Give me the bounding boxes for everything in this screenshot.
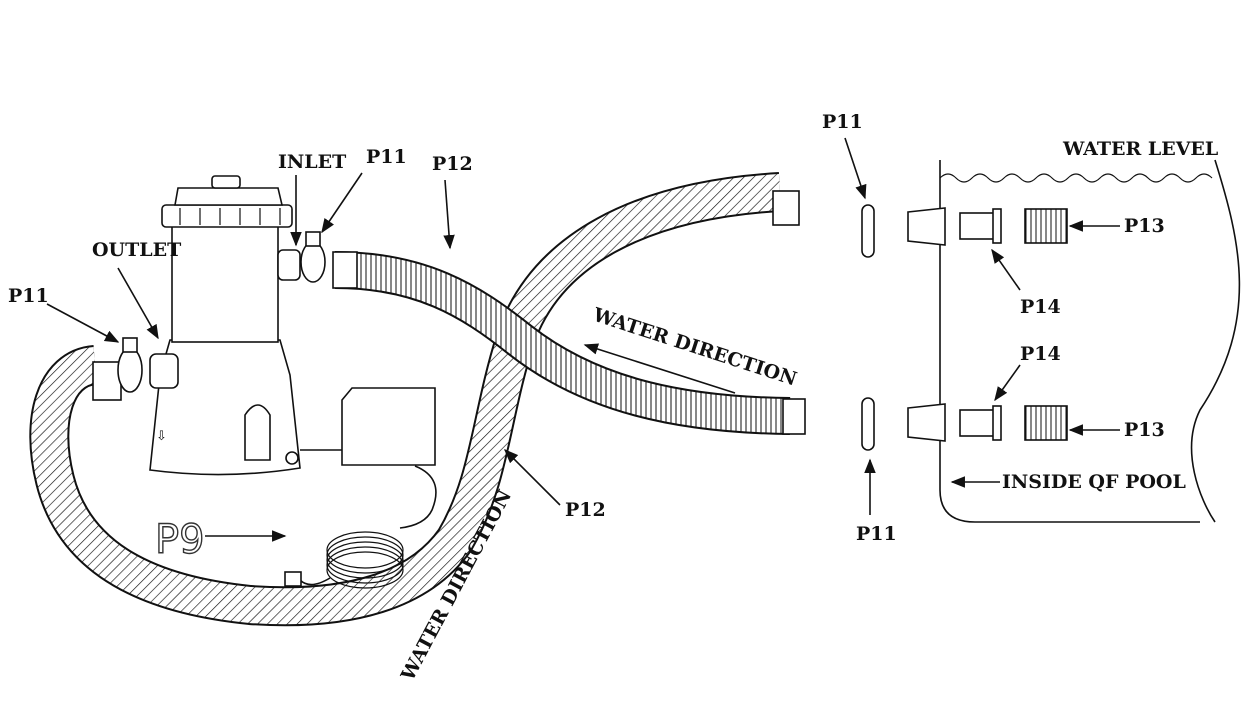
label-p11-pool-upper: P11	[822, 111, 863, 133]
label-p11-pool-lower: P11	[856, 523, 897, 545]
svg-text:⇩: ⇩	[156, 429, 167, 444]
outlet-fitting	[149, 353, 179, 389]
hose-p12-outlet-loop	[29, 172, 800, 627]
wall-fitting-lower	[907, 403, 946, 442]
hose-clamp-p11-outlet	[117, 337, 143, 393]
label-p12-upper: P12	[432, 153, 473, 175]
filter-lid	[161, 204, 293, 228]
hose-end-upper	[772, 190, 800, 226]
strainer-connector-p14-lower	[959, 409, 996, 437]
label-outlet: OUTLET	[92, 239, 181, 261]
hose-end-inlet	[332, 251, 358, 289]
label-p9: P9	[155, 517, 205, 563]
pump-motor	[341, 387, 436, 466]
pump-handle-slot	[244, 404, 271, 461]
filter-housing	[171, 221, 279, 343]
label-p14-upper: P14	[1020, 296, 1061, 318]
filter-pump-p9: ⇩	[149, 175, 437, 589]
power-cord-coil	[326, 531, 404, 589]
label-p11-inlet-clamp: P11	[366, 146, 407, 168]
label-p13-upper: P13	[1124, 215, 1165, 237]
label-inlet: INLET	[278, 151, 346, 173]
hose-end-outlet	[92, 361, 122, 401]
label-water-level: WATER LEVEL	[1062, 138, 1218, 160]
pool-fittings-upper	[861, 204, 1068, 258]
air-release-valve	[211, 175, 241, 189]
pool-fittings-lower	[861, 397, 1068, 451]
power-plug	[284, 571, 302, 587]
hose-end-lower	[782, 398, 806, 435]
label-p14-lower: P14	[1020, 343, 1061, 365]
strainer-grid-p13-upper	[1024, 208, 1068, 244]
label-inside-of-pool: INSIDE QF POOL	[1002, 471, 1186, 493]
label-p11-outlet-clamp: P11	[8, 285, 49, 307]
hose-clamp-p11-lower	[861, 397, 875, 451]
leader-arrows	[46, 137, 1120, 542]
wall-fitting-upper	[907, 207, 946, 246]
water-surface	[939, 173, 1213, 183]
hose-clamp-p11-upper	[861, 204, 875, 258]
hose-clamp-p11-inlet	[300, 231, 326, 283]
strainer-connector-p14-upper	[959, 212, 996, 240]
label-p12-lower: P12	[565, 499, 606, 521]
pool-wall	[939, 159, 1241, 523]
inlet-fitting	[277, 249, 301, 281]
strainer-grid-p13-lower	[1024, 405, 1068, 441]
label-p13-lower: P13	[1124, 419, 1165, 441]
hose-p12-inlet	[332, 251, 806, 435]
